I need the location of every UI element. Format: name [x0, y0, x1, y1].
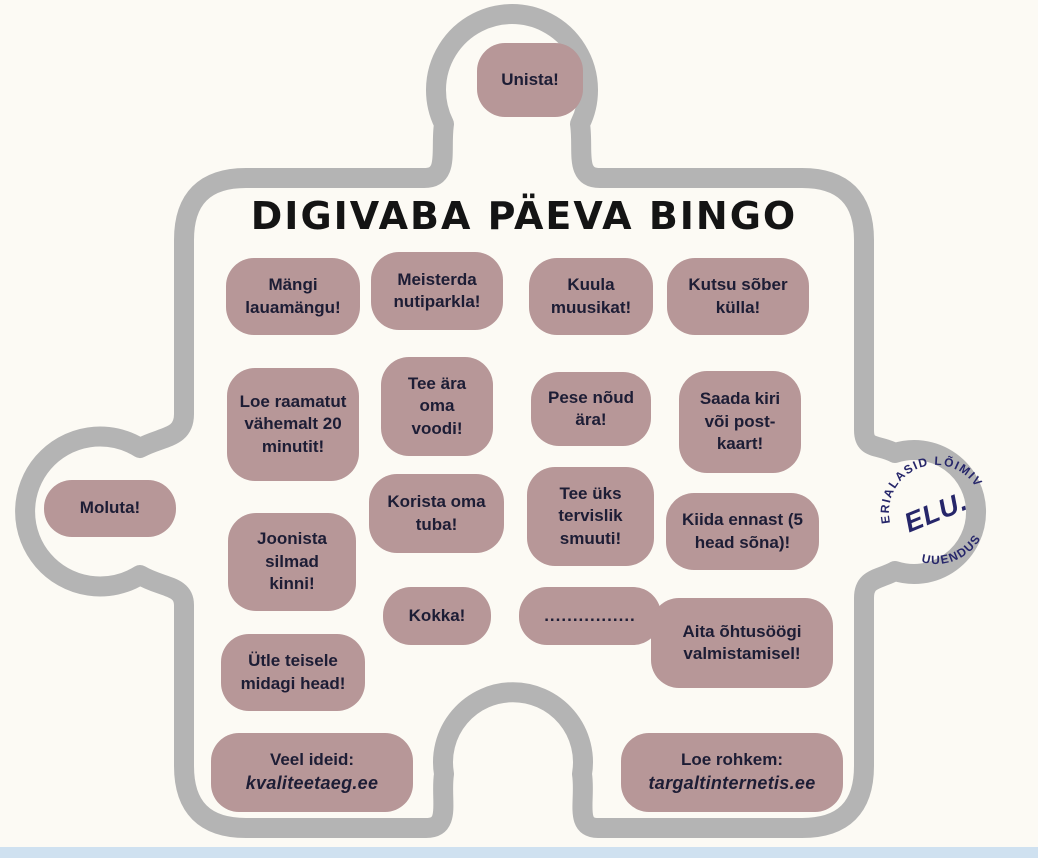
- footer-read-more: Loe rohkem: targaltinternetis.ee: [621, 733, 843, 812]
- bingo-cell-fill-in-blank: ................: [519, 587, 661, 645]
- bingo-cell-moluta: Moluta!: [44, 480, 176, 537]
- puzzle-path: [15, 4, 987, 838]
- bingo-cell-kiida-ennast: Kiida ennast (5 head sõna)!: [666, 493, 819, 570]
- elu-center-text: ELU.: [900, 486, 972, 538]
- bingo-cell-kuula-muusikat: Kuula muusikat!: [529, 258, 653, 335]
- bingo-cell-utle-teisele-head: Ütle teisele midagi head!: [221, 634, 365, 711]
- bingo-cell-kutsu-sober: Kutsu sõber külla!: [667, 258, 809, 335]
- bingo-cell-korista-tuba: Korista oma tuba!: [369, 474, 504, 553]
- bingo-cell-kokka: Kokka!: [383, 587, 491, 645]
- bingo-cell-meisterda-nutiparkla: Meisterda nutiparkla!: [371, 252, 503, 330]
- footer-link-kvaliteetaeg: kvaliteetaeg.ee: [245, 772, 379, 793]
- bingo-cell-pese-nouad: Pese nõud ära!: [531, 372, 651, 446]
- page-title: DIGIVABA PÄEVA BINGO: [250, 194, 798, 238]
- bingo-cell-loe-raamatut: Loe raamatut vähemalt 20 minutit!: [227, 368, 359, 481]
- elu-logo-stamp: ERIALASID LÕIMIV UUENDUS ELU.: [869, 445, 988, 576]
- footer-right-label: Loe rohkem:: [680, 750, 784, 770]
- footer-left-label: Veel ideid:: [269, 750, 355, 770]
- elu-arc-bottom-text: UUENDUS: [916, 529, 988, 576]
- bingo-cell-aita-ohtusoogi: Aita õhtusöögi valmistamisel!: [651, 598, 833, 688]
- footer-more-ideas: Veel ideid: kvaliteetaeg.ee: [211, 733, 413, 812]
- bingo-cell-joonista-silmad-kinni: Joonista silmad kinni!: [228, 513, 356, 611]
- bingo-cell-tee-ara-voodi: Tee ära oma voodi!: [381, 357, 493, 456]
- elu-arc-bottom-container: UUENDUS: [916, 529, 988, 576]
- footer-link-targaltinternetis: targaltinternetis.ee: [648, 772, 816, 793]
- bingo-cell-tervislik-smuuti: Tee üks tervislik smuuti!: [527, 467, 654, 566]
- bingo-cell-unista: Unista!: [477, 43, 583, 117]
- bingo-cell-mangi-lauamangu: Mängi lauamängu!: [226, 258, 360, 335]
- page-bottom-edge: [0, 847, 1038, 858]
- bingo-cell-saada-kiri: Saada kiri või post-kaart!: [679, 371, 801, 473]
